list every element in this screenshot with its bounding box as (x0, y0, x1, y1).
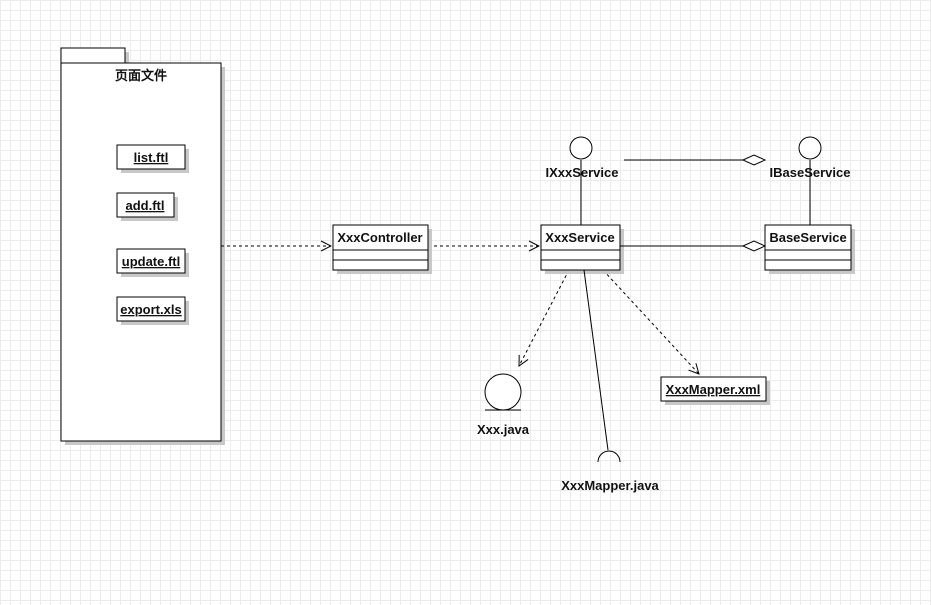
file-export-label: export.xls (120, 302, 181, 317)
file-export-xls[interactable]: export.xls (116, 296, 189, 325)
socket-icon (597, 450, 621, 463)
entity-label: Xxx.java (477, 422, 530, 437)
mapper-java-label: XxxMapper.java (561, 478, 659, 493)
class-base-service[interactable]: BaseService (764, 224, 855, 274)
mapper-xml-label: XxxMapper.xml (666, 382, 761, 397)
interface-ixxx-service[interactable]: IXxxService (545, 136, 619, 225)
interface-circle-icon (569, 136, 593, 160)
file-update-label: update.ftl (122, 254, 181, 269)
interface-circle-icon (798, 136, 822, 160)
required-interface-xxx-mapper-java[interactable]: XxxMapper.java (561, 269, 660, 493)
dependency-service-to-entity (519, 269, 570, 366)
package-title: 页面文件 (115, 68, 167, 83)
ibase-service-label: IBaseService (770, 165, 851, 180)
file-list-label: list.ftl (134, 150, 169, 165)
entity-xxx-java[interactable]: Xxx.java (477, 373, 530, 437)
interface-ibase-service[interactable]: IBaseService (770, 136, 851, 225)
base-service-name: BaseService (769, 230, 846, 245)
aggregation-service-to-base-service (620, 240, 767, 252)
package-page-files[interactable]: 页面文件 (60, 47, 225, 445)
file-update-ftl[interactable]: update.ftl (116, 248, 189, 277)
dependency-service-to-mapper-xml (602, 269, 699, 374)
service-name: XxxService (545, 230, 614, 245)
ixxx-service-label: IXxxService (545, 165, 618, 180)
class-xxx-service[interactable]: XxxService (540, 224, 624, 274)
entity-icon (484, 373, 522, 411)
file-list-ftl[interactable]: list.ftl (116, 144, 189, 173)
aggregation-ixxx-to-ibase (624, 154, 767, 166)
artifact-xxx-mapper-xml[interactable]: XxxMapper.xml (660, 376, 770, 405)
class-xxx-controller[interactable]: XxxController (332, 224, 432, 274)
file-add-label: add.ftl (126, 198, 165, 213)
file-add-ftl[interactable]: add.ftl (116, 192, 178, 221)
controller-name: XxxController (337, 230, 422, 245)
